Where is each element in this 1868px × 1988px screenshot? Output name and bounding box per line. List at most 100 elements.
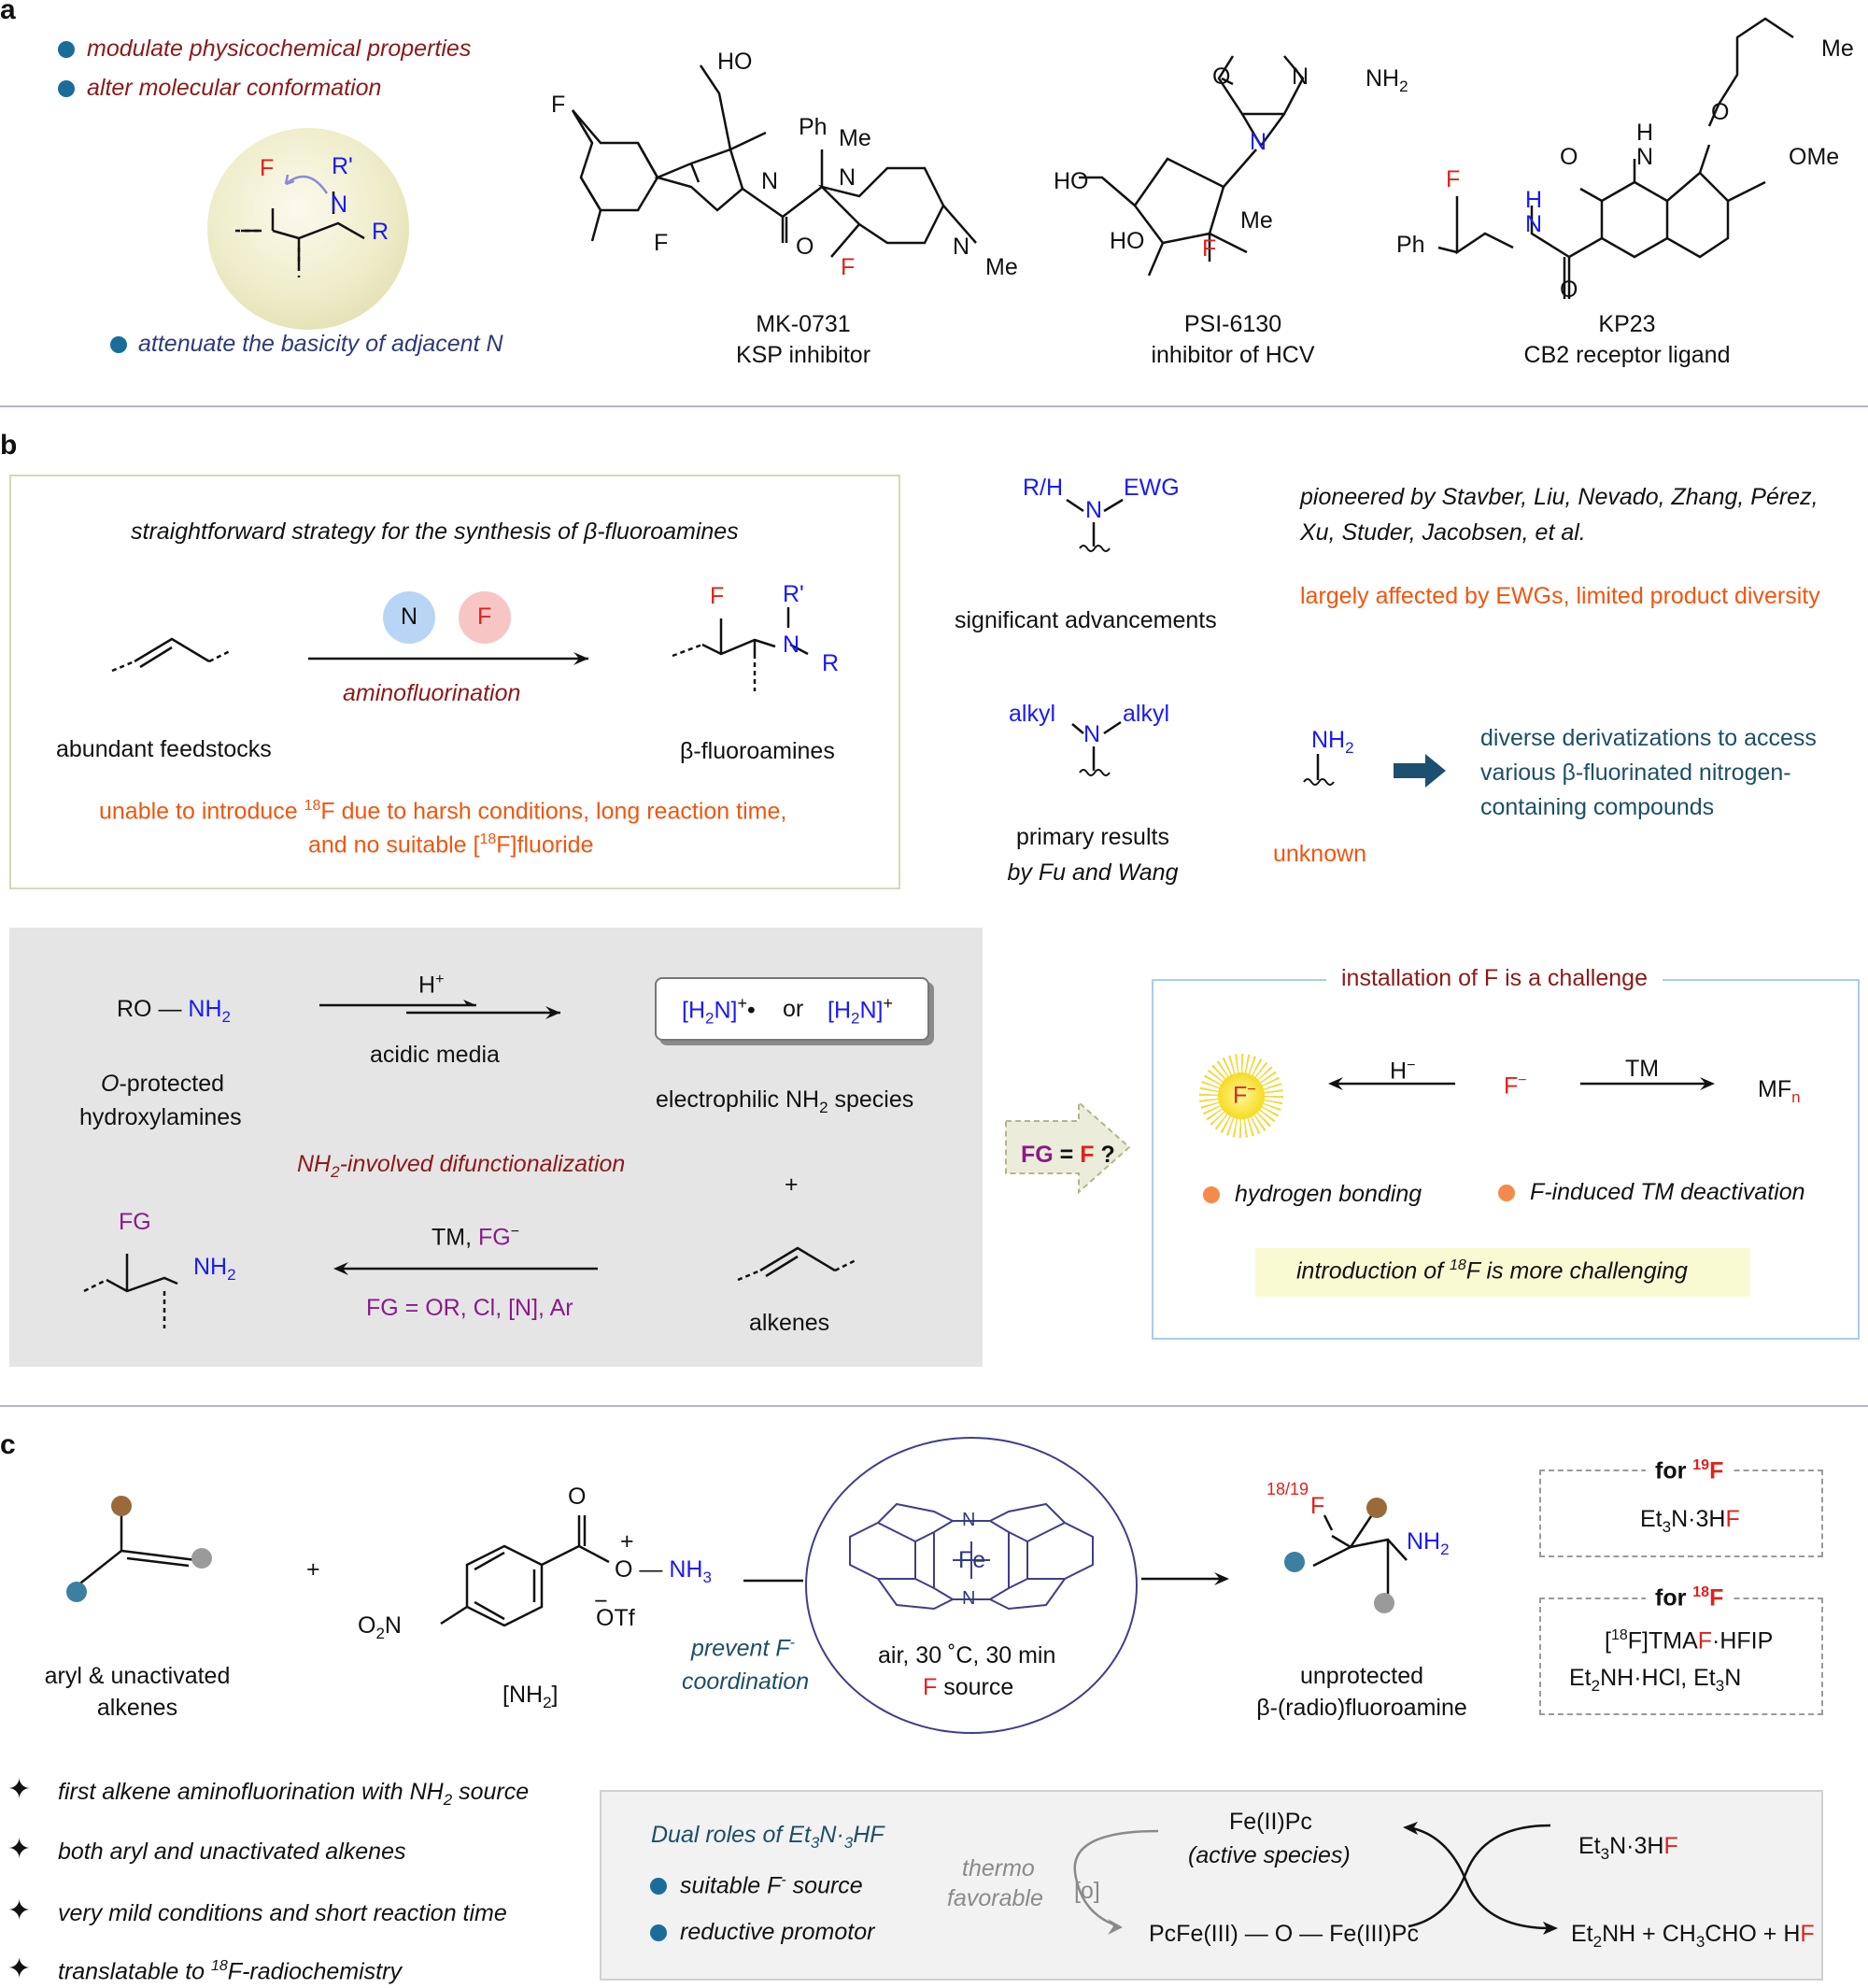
mk0731-me2: Me — [985, 254, 1018, 280]
intro18f-label: introduction of 18F is more challenging — [1296, 1257, 1688, 1285]
fg-f-question: FG = F ? — [1021, 1142, 1115, 1168]
n-alkyl: N — [1083, 721, 1101, 747]
alkene-substrate — [737, 1246, 858, 1282]
diverse-line-1: diverse derivatizations to access — [1480, 725, 1817, 751]
mk0731-desc: KSP inhibitor — [735, 342, 871, 368]
fluoride-sun-core — [1218, 1072, 1265, 1119]
kp23-n2: N — [1525, 211, 1543, 237]
mk0731-f-top: F — [551, 92, 566, 118]
c-product-structure — [1284, 1498, 1408, 1613]
active-species: (active species) — [1188, 1842, 1351, 1868]
reaction-arrow-right — [1141, 1572, 1229, 1585]
feature-2: both aryl and unactivated alkenes — [58, 1839, 406, 1865]
fe-pc-catalyst — [849, 1502, 1094, 1611]
divider-a-b — [0, 405, 1868, 407]
product-f: F — [1310, 1493, 1325, 1519]
nitrenium-radical: [H2N]+• — [682, 994, 756, 1028]
hb-dot — [1203, 1186, 1220, 1203]
tm-fg: TM, FG− — [432, 1224, 520, 1251]
f18-title: for 18F — [1646, 1584, 1734, 1612]
thermo-1: thermo — [962, 1855, 1035, 1882]
fg-f-arrow-tag — [1005, 1100, 1131, 1195]
fluoroamine-label: β-fluoroamines — [680, 738, 835, 764]
b-product-n: N — [783, 632, 800, 658]
h-plus: H+ — [418, 972, 445, 999]
h-plus-arrow — [1328, 1077, 1455, 1090]
psi-ho2: HO — [1110, 228, 1145, 254]
fe2pc-label: Fe(II)Pc — [1229, 1809, 1312, 1835]
psi-me: Me — [1240, 207, 1273, 234]
panel-b-label: b — [0, 430, 18, 461]
f-circle-label: F — [477, 604, 492, 630]
kp23-o1: O — [1711, 99, 1730, 125]
pioneer-line-2: Xu, Studer, Jacobsen, et al. — [1300, 519, 1586, 546]
reagent-o1: O — [568, 1484, 587, 1510]
aminofluorination-label: aminofluorination — [343, 680, 521, 706]
mk0731-name: MK-0731 — [756, 311, 851, 337]
tm-arrow — [1580, 1077, 1715, 1090]
f19-title: for 19F — [1646, 1457, 1734, 1485]
catalyst-conditions: air, 30 ˚C, 30 min — [878, 1642, 1056, 1668]
strategy-box — [9, 475, 900, 889]
c-plus: + — [306, 1556, 320, 1583]
panel-c-label: c — [0, 1429, 16, 1460]
catalyst-oval — [805, 1437, 1138, 1734]
ox-label: [o] — [1074, 1878, 1100, 1904]
psi-ho1: HO — [1054, 168, 1089, 194]
intro18f-highlight — [1255, 1248, 1750, 1297]
mfn-label: MFn — [1758, 1076, 1801, 1106]
oxidation-products: Et2NH + CH3CHO + HF — [1571, 1921, 1815, 1951]
bullet-dot-3 — [110, 336, 127, 353]
feature-star-1: ✦ — [7, 1774, 32, 1805]
kp23-desc: CB2 receptor ligand — [1523, 342, 1731, 368]
bullet-text-2: alter molecular conformation — [87, 75, 382, 101]
dialkyl-amine-bonds — [1071, 720, 1122, 776]
psi-nh2: NH2 — [1366, 65, 1408, 95]
reagent-minus: − — [594, 1588, 608, 1614]
product-nh2: NH2 — [1407, 1528, 1450, 1558]
limited-label: largely affected by EWGs, limited produc… — [1300, 583, 1820, 609]
b-product-r1: R' — [783, 581, 804, 607]
challenge-title: installation of F is a challenge — [1326, 965, 1663, 992]
prevent-line-1: prevent F- — [691, 1635, 795, 1662]
prevent-line-2: coordination — [682, 1668, 810, 1695]
dual-title: Dual roles of Et3N·3HF — [651, 1822, 884, 1852]
alkyl-1: alkyl — [1009, 701, 1056, 727]
n-circle — [383, 591, 435, 644]
fg-product: FG — [119, 1209, 151, 1235]
fg-list: FG = OR, Cl, [N], Ar — [366, 1295, 573, 1321]
or-label: or — [783, 996, 804, 1022]
mk0731-n2: N — [839, 164, 856, 191]
thermo-arrow — [1073, 1829, 1159, 1935]
feature-3: very mild conditions and short reaction … — [58, 1900, 507, 1926]
dual-roles-box — [600, 1790, 1823, 1981]
strategy-note-1: unable to introduce 18F due to harsh con… — [99, 798, 787, 825]
f-circle — [459, 591, 511, 644]
center-fluoroamine-structure — [235, 174, 365, 277]
alkene-label-2: alkenes — [96, 1695, 178, 1721]
mk0731-n1: N — [761, 168, 779, 194]
center-r1: R' — [332, 153, 353, 179]
feedstock-label: abundant feedstocks — [56, 736, 272, 762]
nitrenium-box — [655, 977, 929, 1041]
reagent-o2n: O2N — [358, 1612, 402, 1642]
n-circle-label: N — [401, 604, 418, 630]
center-sphere — [207, 128, 409, 330]
mk0731-structure — [571, 64, 977, 258]
hb-label: hydrogen bonding — [1235, 1181, 1422, 1207]
reagent-plus: + — [620, 1528, 634, 1555]
ewg-amine-bonds — [1066, 498, 1124, 552]
o-protected-1: O-protected — [101, 1071, 225, 1097]
feature-star-2: ✦ — [7, 1834, 32, 1865]
center-f-atom: F — [260, 155, 275, 181]
grey-plus: + — [785, 1172, 799, 1198]
primary-line-1: primary results — [1016, 824, 1169, 850]
sun-f: F− — [1233, 1082, 1256, 1109]
strategy-note-2: and no suitable [18F]fluoride — [308, 831, 594, 859]
mk0731-ho: HO — [717, 49, 753, 75]
feature-star-3: ✦ — [7, 1896, 32, 1926]
feedstock-alkene — [111, 637, 233, 673]
ro-nh2: RO — NH2 — [117, 996, 231, 1026]
catalyst-n-top: N — [962, 1510, 976, 1530]
dual-role-1: suitable F- source — [680, 1872, 863, 1899]
